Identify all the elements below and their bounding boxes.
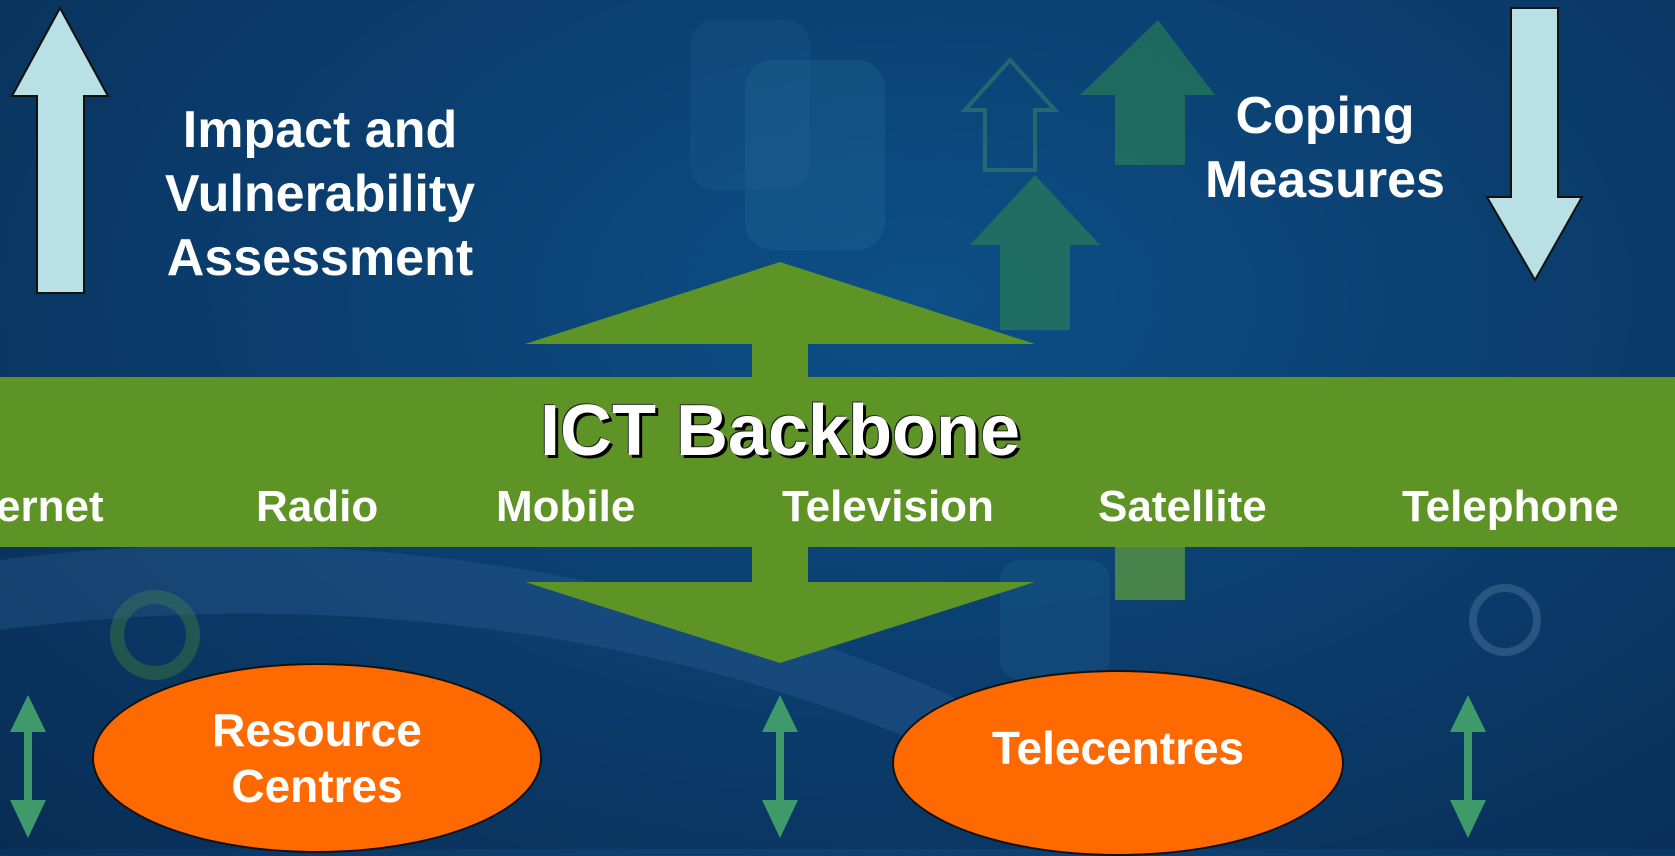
double-arrow-icon-center [762,695,798,838]
ict-backbone-title: ICT Backbone [539,391,1021,471]
medium-television: Television [782,482,994,531]
coping-measures-label: Coping Measures [1205,87,1445,209]
resource-centres-node: Resource Centres [92,663,542,853]
double-arrow-icon-left [10,695,46,838]
up-arrow-icon [10,5,110,294]
medium-radio: Radio [256,482,379,531]
medium-mobile: Mobile [496,482,636,531]
medium-internet: ernet [0,482,104,531]
resource-centres-label: Resource Centres [212,704,422,812]
medium-telephone: Telephone [1402,482,1619,531]
telecentres-label: Telecentres [991,722,1245,774]
down-triangle-icon [525,545,1035,663]
double-arrow-icon-right [1450,695,1486,838]
medium-satellite: Satellite [1098,482,1267,531]
impact-assessment-label: Impact and Vulnerability Assessment [164,101,476,287]
ict-backbone-band [0,377,1675,547]
up-triangle-icon [525,262,1035,380]
down-arrow-icon [1485,7,1584,283]
telecentres-node: Telecentres [892,670,1344,856]
